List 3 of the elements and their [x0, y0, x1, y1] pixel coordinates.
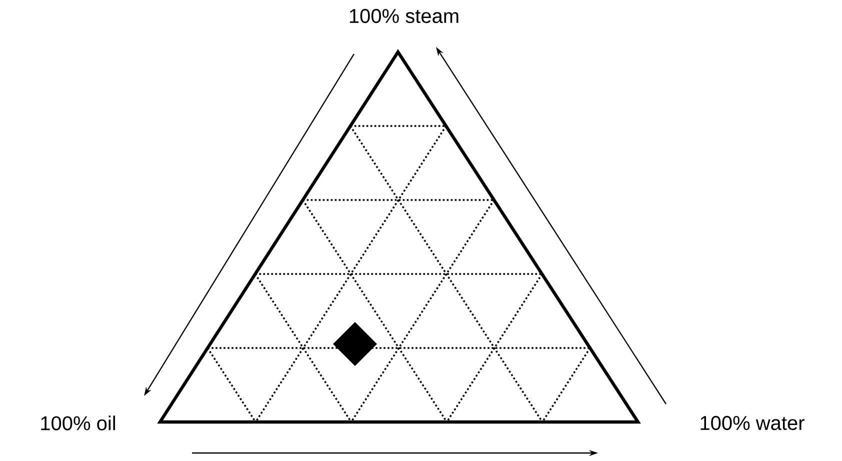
- vertex-label: 100% water: [700, 416, 804, 430]
- vertex-label: 100% oil: [41, 416, 115, 430]
- vertex-label: 100% steam: [350, 8, 458, 24]
